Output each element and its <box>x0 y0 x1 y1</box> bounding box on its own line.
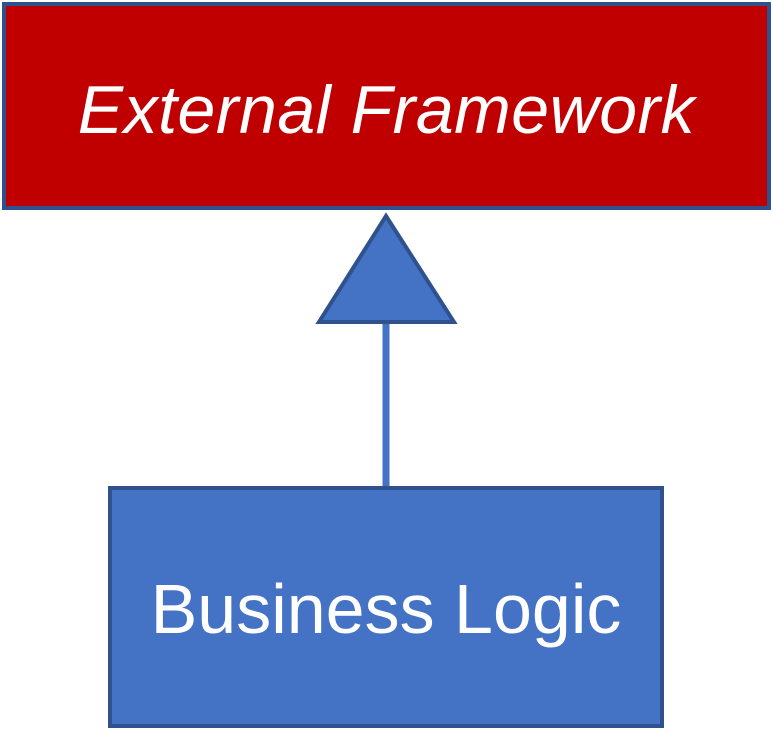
business-logic-box: Business Logic <box>108 486 664 728</box>
external-framework-box: External Framework <box>2 2 771 210</box>
inheritance-arrowhead <box>315 212 458 324</box>
external-framework-label: External Framework <box>77 72 696 148</box>
business-logic-label: Business Logic <box>150 570 622 648</box>
